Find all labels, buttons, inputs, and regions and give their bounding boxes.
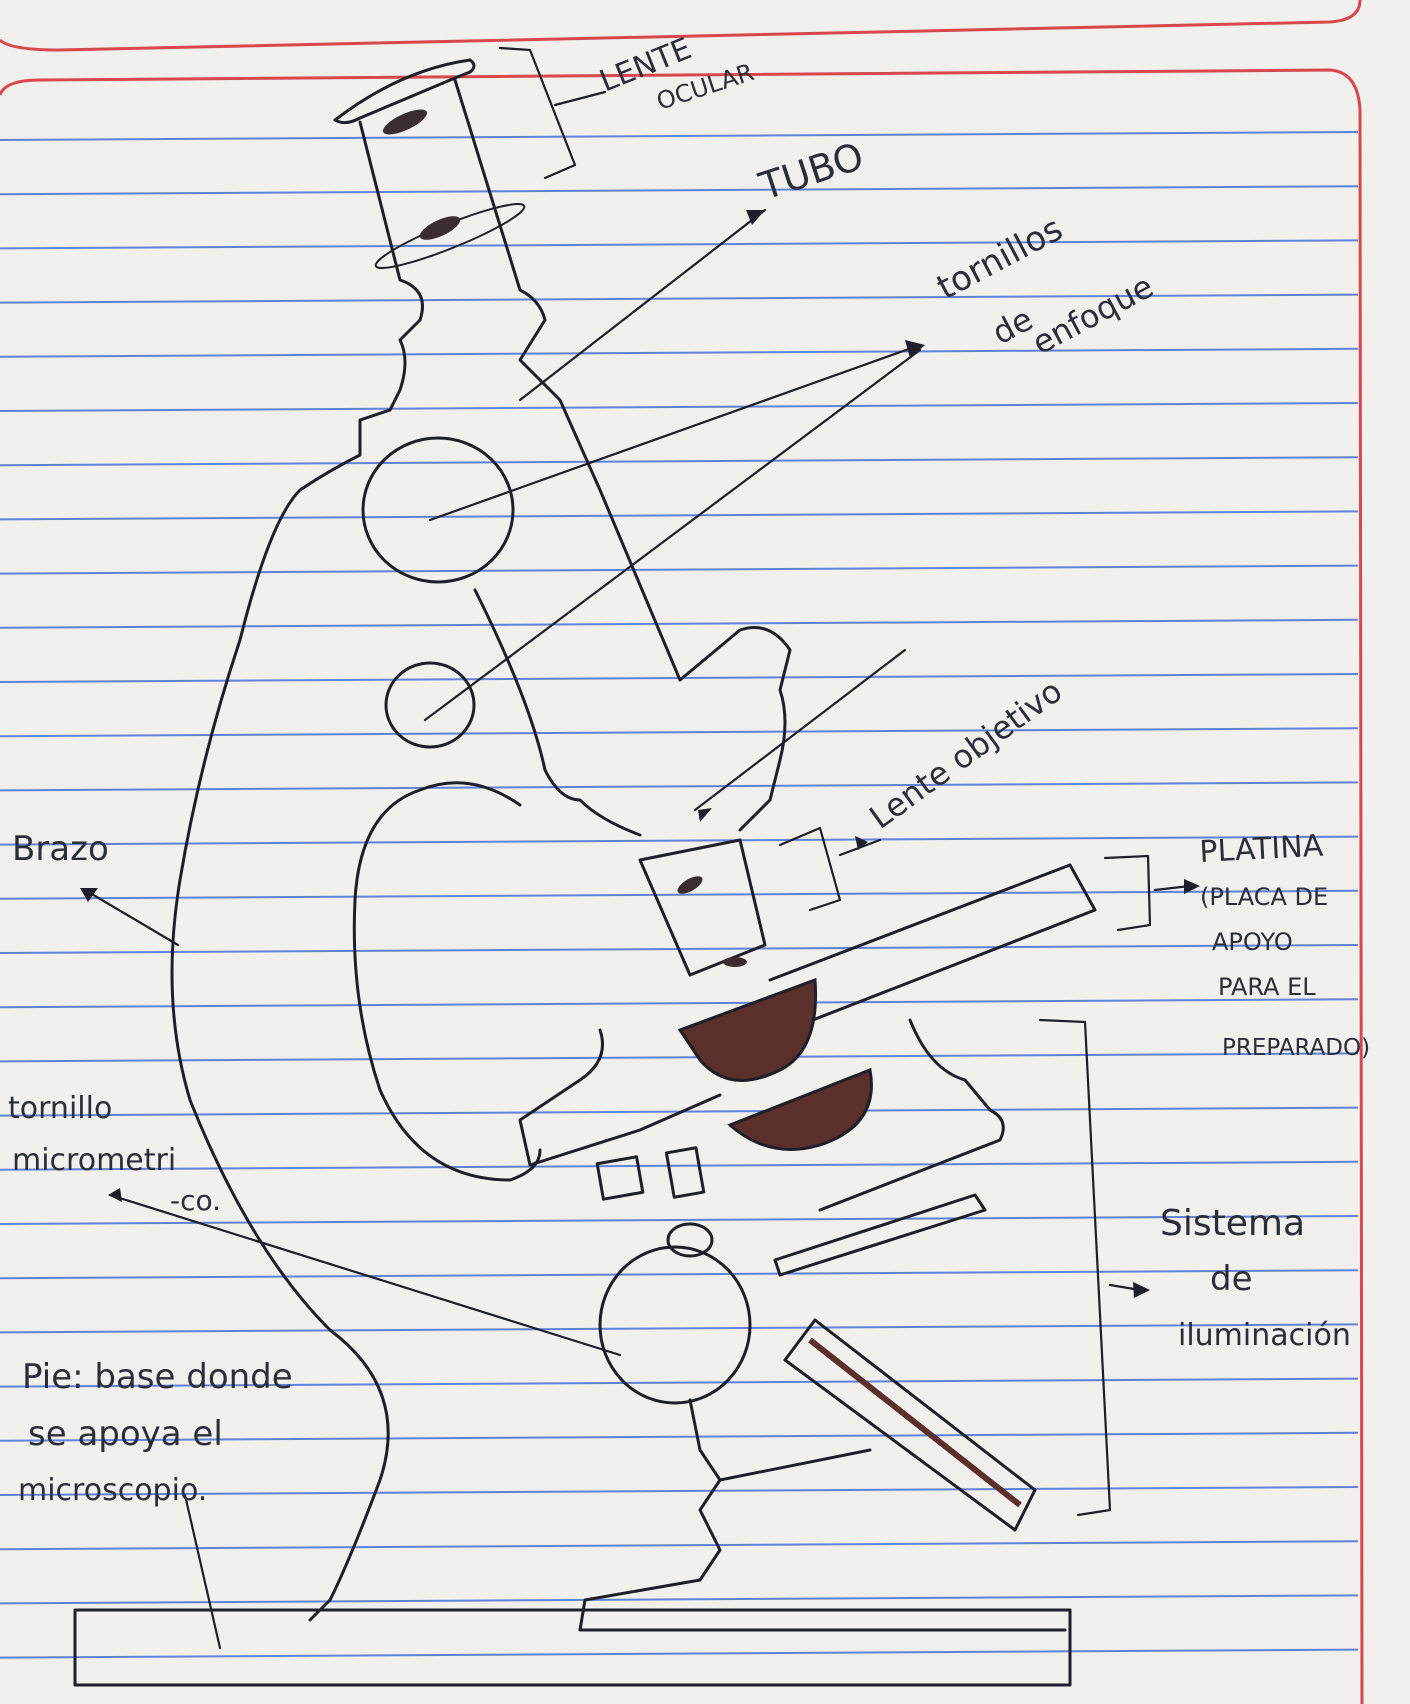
condenser-upper xyxy=(680,980,816,1080)
label-lente-objetivo: Lente objetivo xyxy=(862,672,1069,837)
arrowhead-tornillos xyxy=(905,340,925,358)
arrowhead-sistema xyxy=(1133,1282,1150,1298)
label-tornillos-line3: enfoque xyxy=(1026,267,1160,362)
eyepiece-lens-mark xyxy=(380,105,430,140)
rule-line xyxy=(0,728,1358,736)
tube xyxy=(360,80,680,680)
nosepiece xyxy=(680,628,790,831)
label-pie-line1: Pie: base donde xyxy=(22,1357,293,1397)
arrowhead-objetivo xyxy=(698,808,712,822)
arm-inner xyxy=(475,590,640,835)
condenser-lower xyxy=(730,1070,871,1150)
rule-line xyxy=(0,999,1358,1007)
label-sistema-iluminacion: Sistema de iluminación xyxy=(1160,1203,1351,1353)
label-pie: Pie: base donde se apoya el microscopio. xyxy=(18,1357,293,1508)
label-pie-line2: se apoya el xyxy=(28,1414,223,1454)
mirror-band xyxy=(810,1340,1020,1505)
objective-tip xyxy=(723,957,747,967)
base-plate xyxy=(75,1610,1070,1685)
label-sistema-line3: iluminación xyxy=(1178,1318,1351,1353)
label-tubo: TUBO xyxy=(753,134,869,209)
rule-line xyxy=(0,1162,1358,1170)
micrometric-knob xyxy=(600,1247,750,1403)
rule-line xyxy=(0,1650,1358,1658)
label-tornillos-enfoque: tornillos de enfoque xyxy=(930,209,1159,362)
label-platina-line5: PREPARADO) xyxy=(1222,1035,1370,1061)
rule-line xyxy=(0,1270,1358,1278)
objective-lens-mark xyxy=(675,873,705,897)
rule-line xyxy=(0,1595,1358,1603)
rule-line xyxy=(0,1541,1358,1549)
ocular-bracket xyxy=(500,48,575,178)
illumination-arm xyxy=(775,1195,985,1275)
rule-line xyxy=(0,1053,1358,1061)
coarse-focus-knob xyxy=(363,438,513,582)
rule-line xyxy=(0,132,1358,140)
label-micrometrico-line2: micrometri xyxy=(12,1143,176,1178)
rule-line xyxy=(0,837,1358,845)
rule-line xyxy=(0,403,1358,411)
rule-line xyxy=(0,1324,1358,1332)
rule-line xyxy=(0,620,1358,628)
label-micrometrico-line3: -co. xyxy=(170,1184,221,1217)
rule-line xyxy=(0,566,1358,574)
rule-line xyxy=(0,457,1358,465)
label-pie-line3: microscopio. xyxy=(18,1473,207,1508)
label-brazo: Brazo xyxy=(12,829,109,869)
label-sistema-line1: Sistema xyxy=(1160,1203,1305,1244)
label-platina-line4: PARA EL xyxy=(1218,973,1316,1001)
substage-block-right xyxy=(666,1148,703,1198)
arrowhead-micrometrico xyxy=(108,1188,122,1202)
label-platina-line3: APOYO xyxy=(1212,928,1293,956)
label-platina-line1: PLATINA xyxy=(1199,829,1325,870)
label-platina-line2: (PLACA DE xyxy=(1200,883,1328,911)
arrowheads xyxy=(80,210,1200,1298)
illumination-bracket xyxy=(1040,1020,1110,1515)
rule-line xyxy=(0,240,1358,248)
substage-block-left xyxy=(597,1157,643,1199)
eyepiece-lens-cap xyxy=(335,60,474,123)
rule-line xyxy=(0,782,1358,790)
rule-line xyxy=(0,349,1358,357)
micrometric-knob-cap xyxy=(668,1224,712,1256)
rule-line xyxy=(0,1216,1358,1224)
rule-line xyxy=(0,186,1358,194)
label-tornillos-line1: tornillos xyxy=(930,209,1069,308)
label-lente-ocular: LENTE OCULAR xyxy=(595,31,757,115)
inner-lens-mark xyxy=(417,211,464,244)
label-micrometrico-line1: tornillo xyxy=(8,1091,112,1126)
objective-lens xyxy=(640,840,765,975)
rule-line xyxy=(0,511,1358,519)
label-sistema-line2: de xyxy=(1210,1259,1253,1299)
